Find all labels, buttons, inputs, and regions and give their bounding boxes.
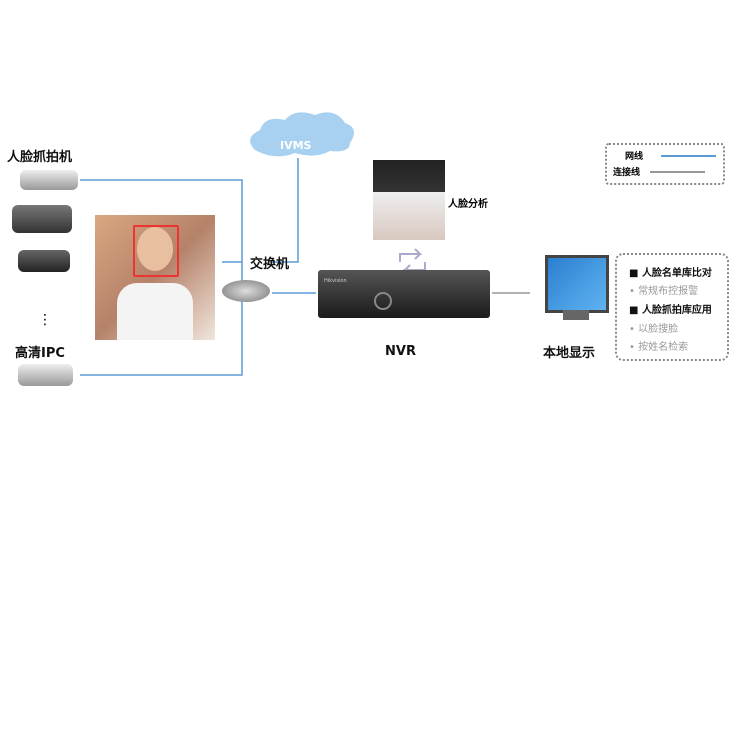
cloud-label: IVMS <box>280 139 312 152</box>
monitor-stand <box>563 310 589 320</box>
legend-swatch <box>650 170 706 173</box>
switch-icon <box>222 280 270 302</box>
box-camera-icon <box>18 250 70 272</box>
nvr-brand: Hikvision <box>324 278 347 284</box>
ipc-camera-icon <box>18 364 73 386</box>
local-display-label: 本地显示 <box>543 346 596 361</box>
face-analysis-label: 人脸分析 <box>448 199 488 210</box>
feature-heading: ■ 人脸名单库比对 <box>629 268 712 279</box>
bullet-camera-icon <box>20 170 78 190</box>
nvr-device: Hikvision <box>318 270 490 318</box>
power-button-icon <box>374 292 392 310</box>
feature-heading: ■ 人脸抓拍库应用 <box>629 305 712 316</box>
hd-ipc-label: 高清IPC <box>15 346 65 361</box>
legend-label: 网线 <box>625 152 644 162</box>
feature-item: • 按姓名检索 <box>629 342 689 353</box>
legend-item-network: 网线 <box>625 149 717 162</box>
body <box>117 283 193 340</box>
legend-swatch <box>661 154 717 157</box>
face-capture-photo <box>95 215 215 340</box>
legend-item-connection: 连接线 <box>613 165 706 178</box>
ptz-camera-icon <box>12 205 72 233</box>
feature-item: • 常规布控报警 <box>629 286 699 297</box>
face-detect-box <box>133 225 179 277</box>
face-capture-cameras-label: 人脸抓拍机 <box>7 150 73 165</box>
cloud-shape <box>250 112 354 157</box>
features-box: ■ 人脸名单库比对 • 常规布控报警 ■ 人脸抓拍库应用 • 以脸搜脸 • 按姓… <box>615 253 729 361</box>
nvr-label: NVR <box>385 344 416 359</box>
feature-item: • 以脸搜脸 <box>629 324 679 335</box>
face <box>137 227 173 271</box>
switch-label: 交换机 <box>250 257 290 272</box>
legend-label: 连接线 <box>613 168 641 178</box>
monitor-icon <box>545 255 609 313</box>
cloud-network-line <box>270 158 299 263</box>
face-analysis-photo <box>373 160 445 240</box>
camera-network-line <box>80 179 243 376</box>
legend: 网线 连接线 <box>605 143 725 185</box>
ellipsis: ⋮ <box>38 312 52 328</box>
